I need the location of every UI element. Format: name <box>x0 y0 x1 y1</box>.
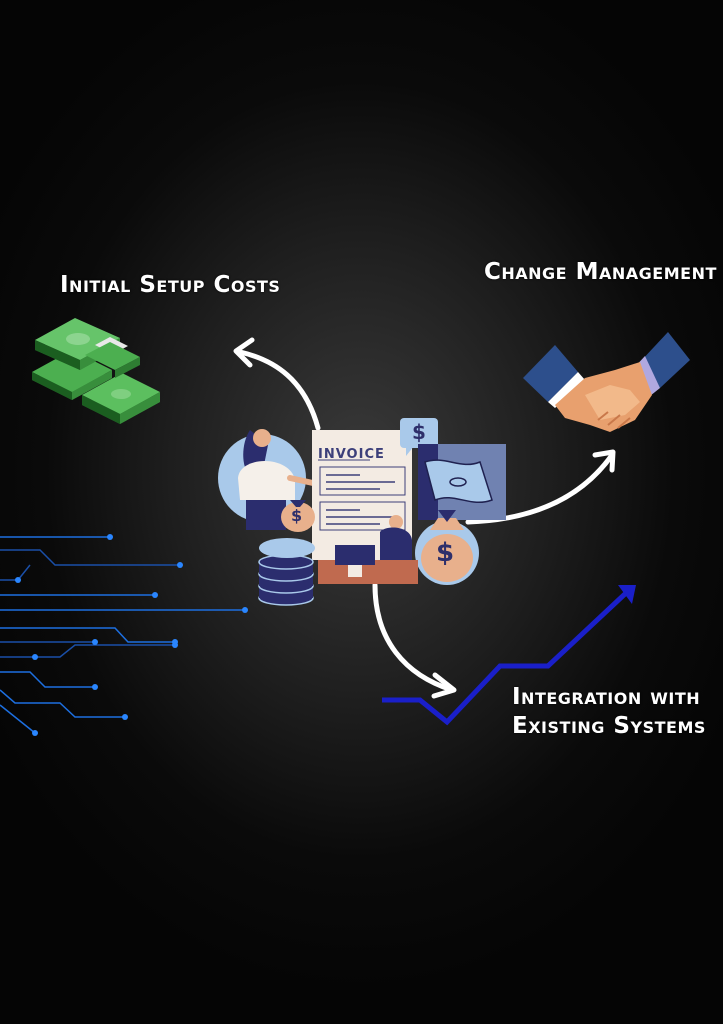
money-bag-dollar: $ <box>436 538 455 568</box>
label-integration: Integration with Existing Systems <box>512 684 706 739</box>
label-change-management: Change Management <box>484 259 717 285</box>
trend-line-icon <box>382 585 636 726</box>
arrow-to-setup <box>237 349 321 431</box>
label-initial-setup-costs: Initial Setup Costs <box>60 272 281 298</box>
invoice-text: INVOICE <box>318 447 385 462</box>
money-stack-icon <box>32 318 160 424</box>
small-bag-dollar: $ <box>291 506 303 525</box>
speech-bubble-dollar: $ <box>412 420 426 444</box>
arrows <box>233 337 616 699</box>
invoice-illustration <box>218 418 506 606</box>
arrow-to-change <box>465 452 615 525</box>
circuit-nodes <box>15 534 248 736</box>
arrow-to-integration <box>372 582 455 693</box>
handshake-icon <box>523 332 690 432</box>
circuit-lines-icon <box>0 536 245 734</box>
